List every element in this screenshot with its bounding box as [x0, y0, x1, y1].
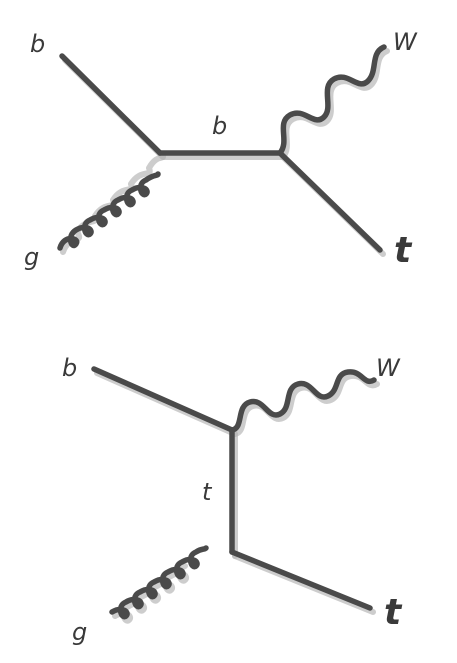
gluon-curly-line	[109, 545, 209, 620]
label-w-outgoing: W	[393, 28, 418, 56]
label-t-outgoing: t	[384, 592, 403, 633]
label-g-incoming: g	[72, 618, 87, 646]
label-t-propagator: t	[202, 478, 213, 506]
incoming-b-quark-line	[91, 366, 235, 433]
gluon-curly-line	[57, 171, 161, 251]
w-boson-wavy-line	[229, 369, 377, 433]
w-boson-wavy-line	[277, 44, 387, 156]
label-b-incoming: b	[30, 30, 45, 58]
label-b-incoming: b	[62, 354, 77, 382]
feynman-diagram-1: b g b W t	[24, 28, 418, 271]
outgoing-top-line	[229, 549, 373, 611]
label-g-incoming: g	[24, 243, 39, 271]
label-w-outgoing: W	[376, 354, 401, 382]
label-t-outgoing: t	[394, 230, 413, 271]
label-b-propagator: b	[212, 112, 227, 140]
feynman-diagram-2: b g t W t	[62, 354, 403, 646]
outgoing-top-line	[277, 150, 383, 253]
incoming-b-quark-line	[59, 53, 163, 156]
